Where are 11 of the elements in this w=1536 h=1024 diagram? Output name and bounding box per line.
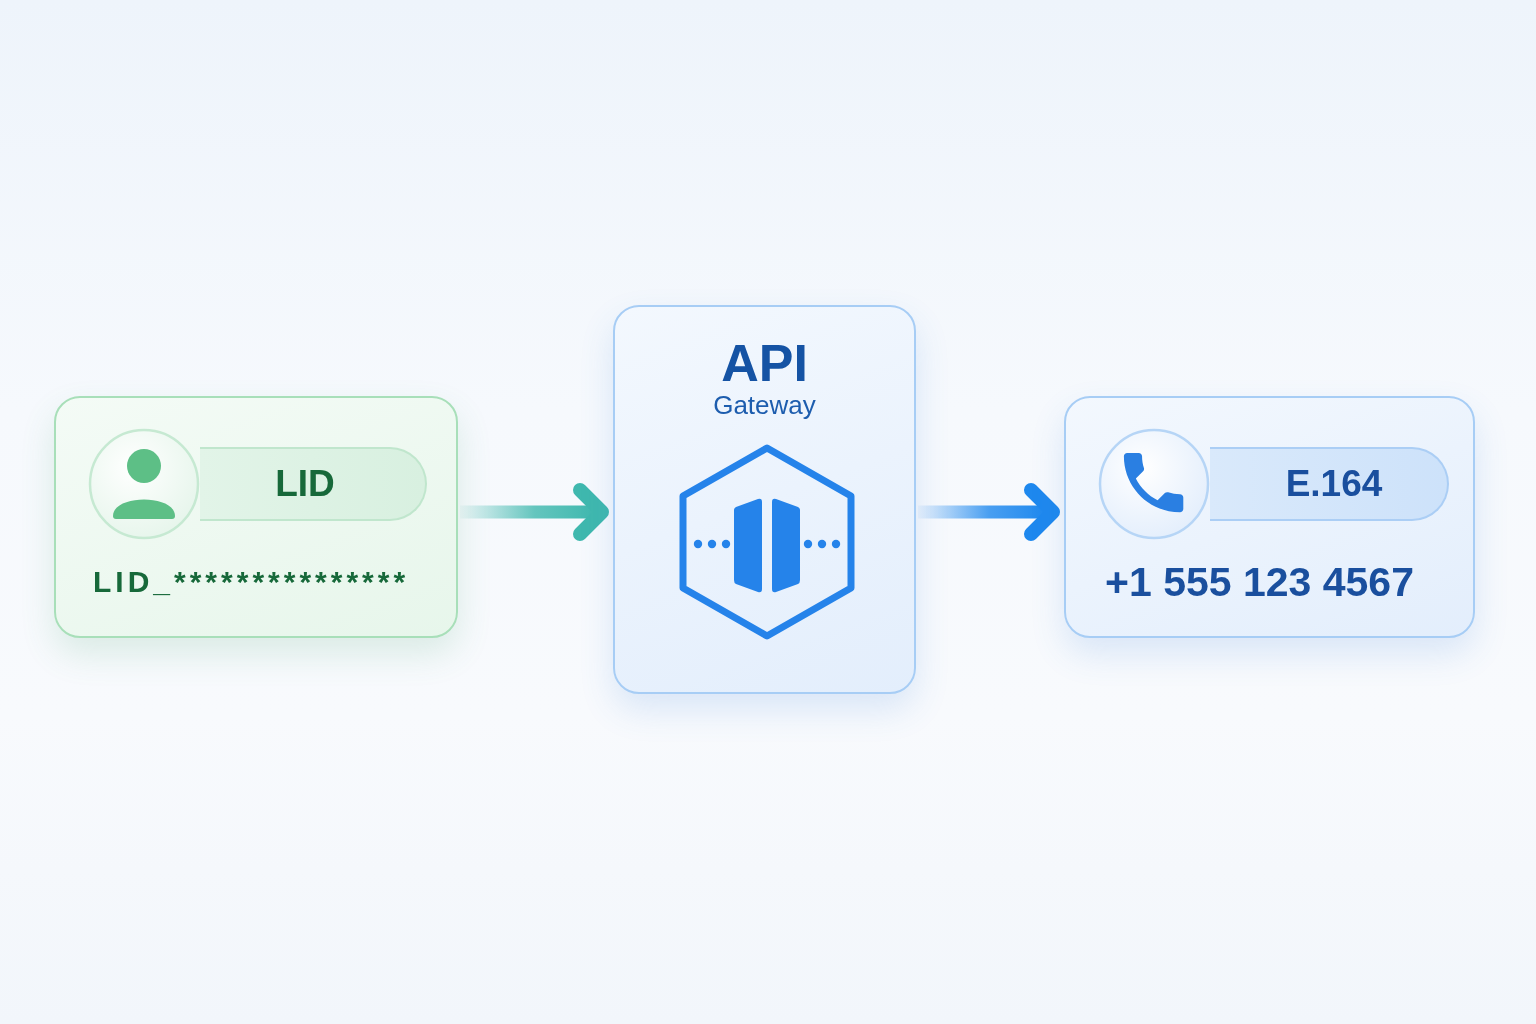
arrow bbox=[460, 483, 609, 541]
masked-id-text: LID_*************** bbox=[93, 564, 410, 600]
label-pill: E.164 bbox=[1210, 447, 1449, 521]
label-pill: LID bbox=[200, 447, 427, 521]
phone-number-text: +1 555 123 4567 bbox=[1105, 558, 1414, 607]
subtitle-text: Gateway bbox=[713, 390, 816, 422]
gateway-card bbox=[613, 305, 916, 694]
phone-card bbox=[1064, 396, 1475, 638]
id-card bbox=[54, 396, 458, 638]
arrow bbox=[918, 483, 1060, 541]
title-text: API bbox=[721, 335, 808, 393]
